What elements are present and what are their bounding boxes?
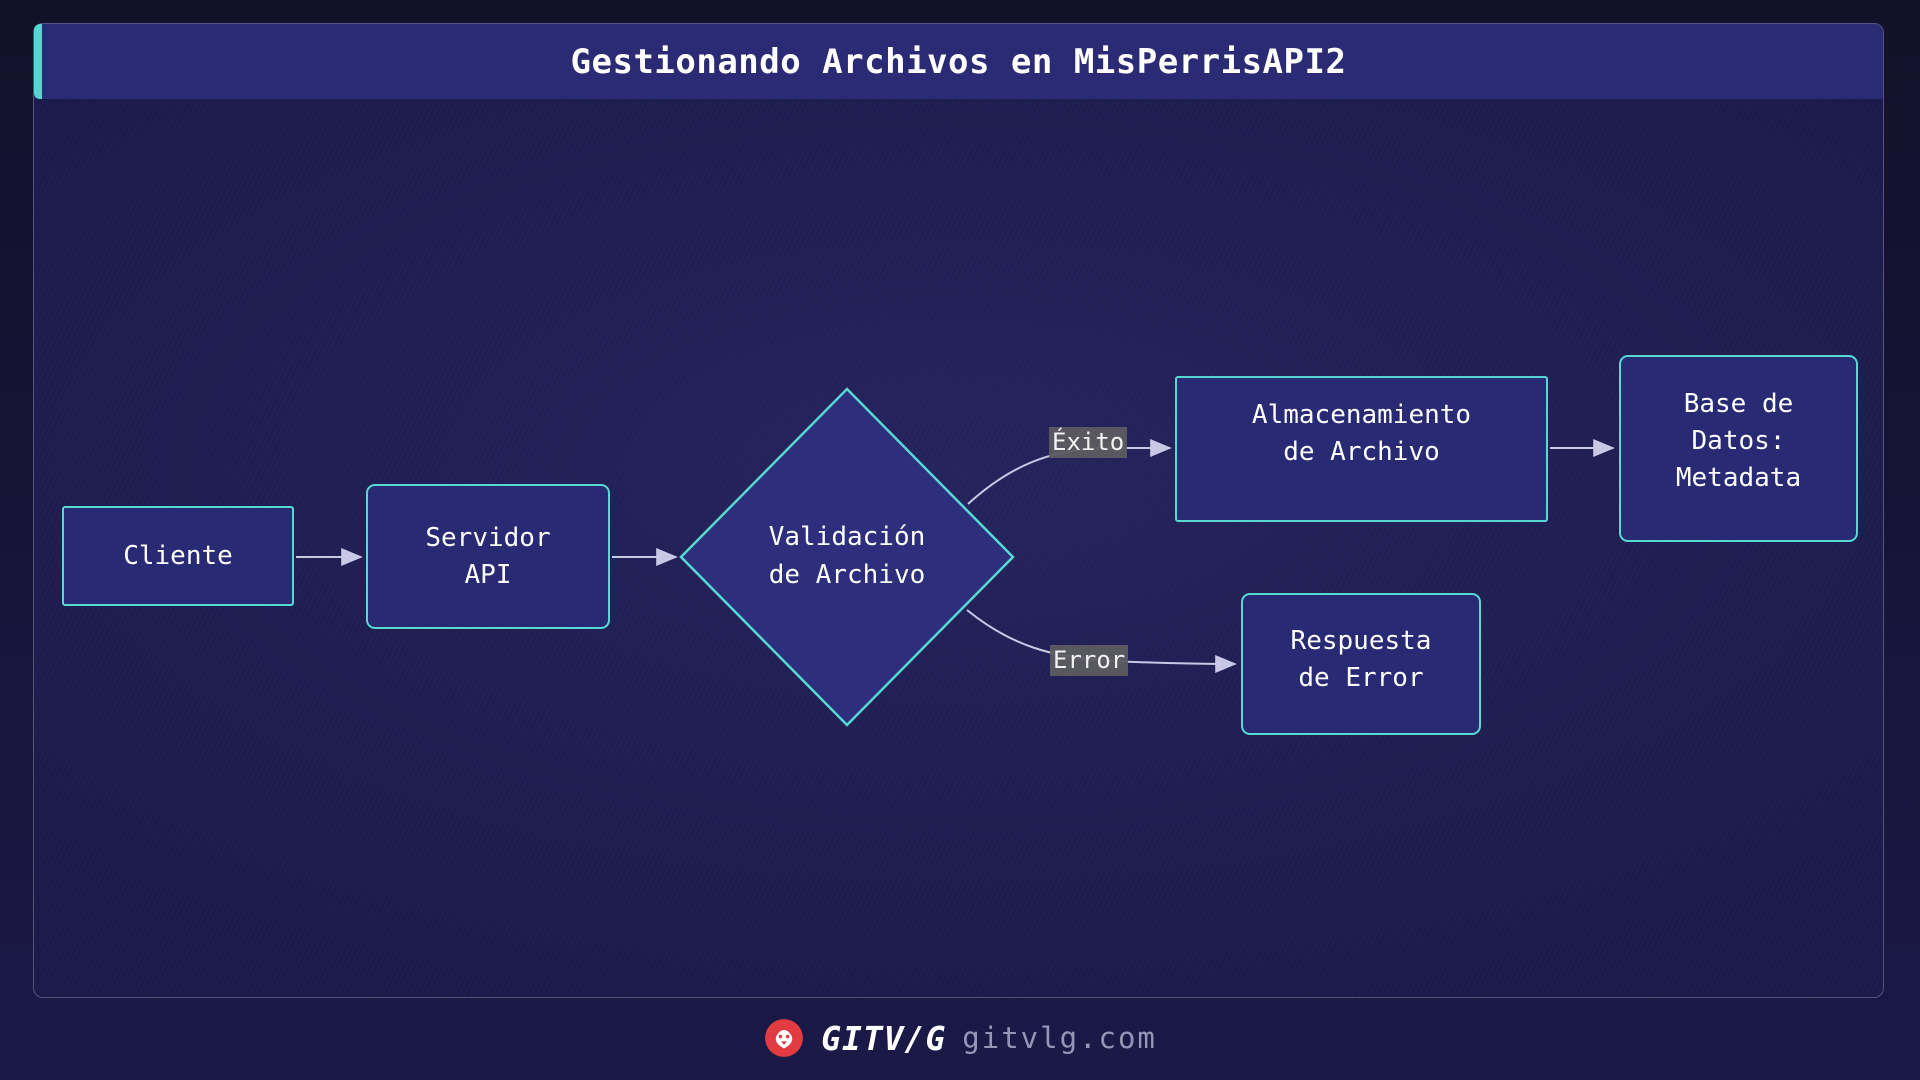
footer-brand: GITV/G — [821, 1018, 947, 1058]
edge-label-error: Error — [1050, 645, 1129, 676]
title-bar: Gestionando Archivos en MisPerrisAPI2 — [34, 24, 1883, 99]
node-respuesta-label-line1: Respuesta — [1290, 626, 1432, 656]
node-cliente: Cliente — [62, 506, 294, 606]
node-respuesta-label-line2: de Error — [1298, 663, 1424, 693]
lion-icon — [765, 1019, 803, 1057]
node-respuesta-error: Respuesta de Error — [1241, 593, 1481, 735]
node-almacenamiento-label-line2: de Archivo — [1283, 437, 1440, 467]
diagram-panel: Gestionando Archivos en MisPerrisAPI2 — [33, 23, 1884, 998]
edge-label-exito: Éxito — [1049, 427, 1128, 458]
node-base-datos-label-line1: Base de — [1683, 389, 1794, 419]
node-servidor-label-line2: API — [464, 559, 512, 590]
diagram-title: Gestionando Archivos en MisPerrisAPI2 — [570, 41, 1347, 82]
node-base-datos-metadata: Base de Datos: Metadata — [1619, 355, 1858, 542]
node-validacion-label-line2: de Archivo — [768, 560, 926, 590]
node-validacion-label: Validación de Archivo — [713, 518, 981, 594]
node-base-datos-label-line3: Metadata — [1675, 463, 1802, 493]
footer-url: gitvlg.com — [962, 1021, 1157, 1055]
title-accent-bar — [34, 24, 42, 99]
node-almacenamiento: Almacenamiento de Archivo — [1175, 376, 1548, 522]
node-cliente-label: Cliente — [123, 540, 233, 571]
node-almacenamiento-label-line1: Almacenamiento — [1251, 400, 1472, 430]
footer: GITV/G gitvlg.com — [0, 1010, 1920, 1066]
node-servidor-api: Servidor API — [366, 484, 610, 629]
node-validacion-label-line1: Validación — [768, 522, 926, 552]
node-base-datos-label-line2: Datos: — [1691, 426, 1786, 456]
node-servidor-label-line1: Servidor — [425, 522, 551, 553]
